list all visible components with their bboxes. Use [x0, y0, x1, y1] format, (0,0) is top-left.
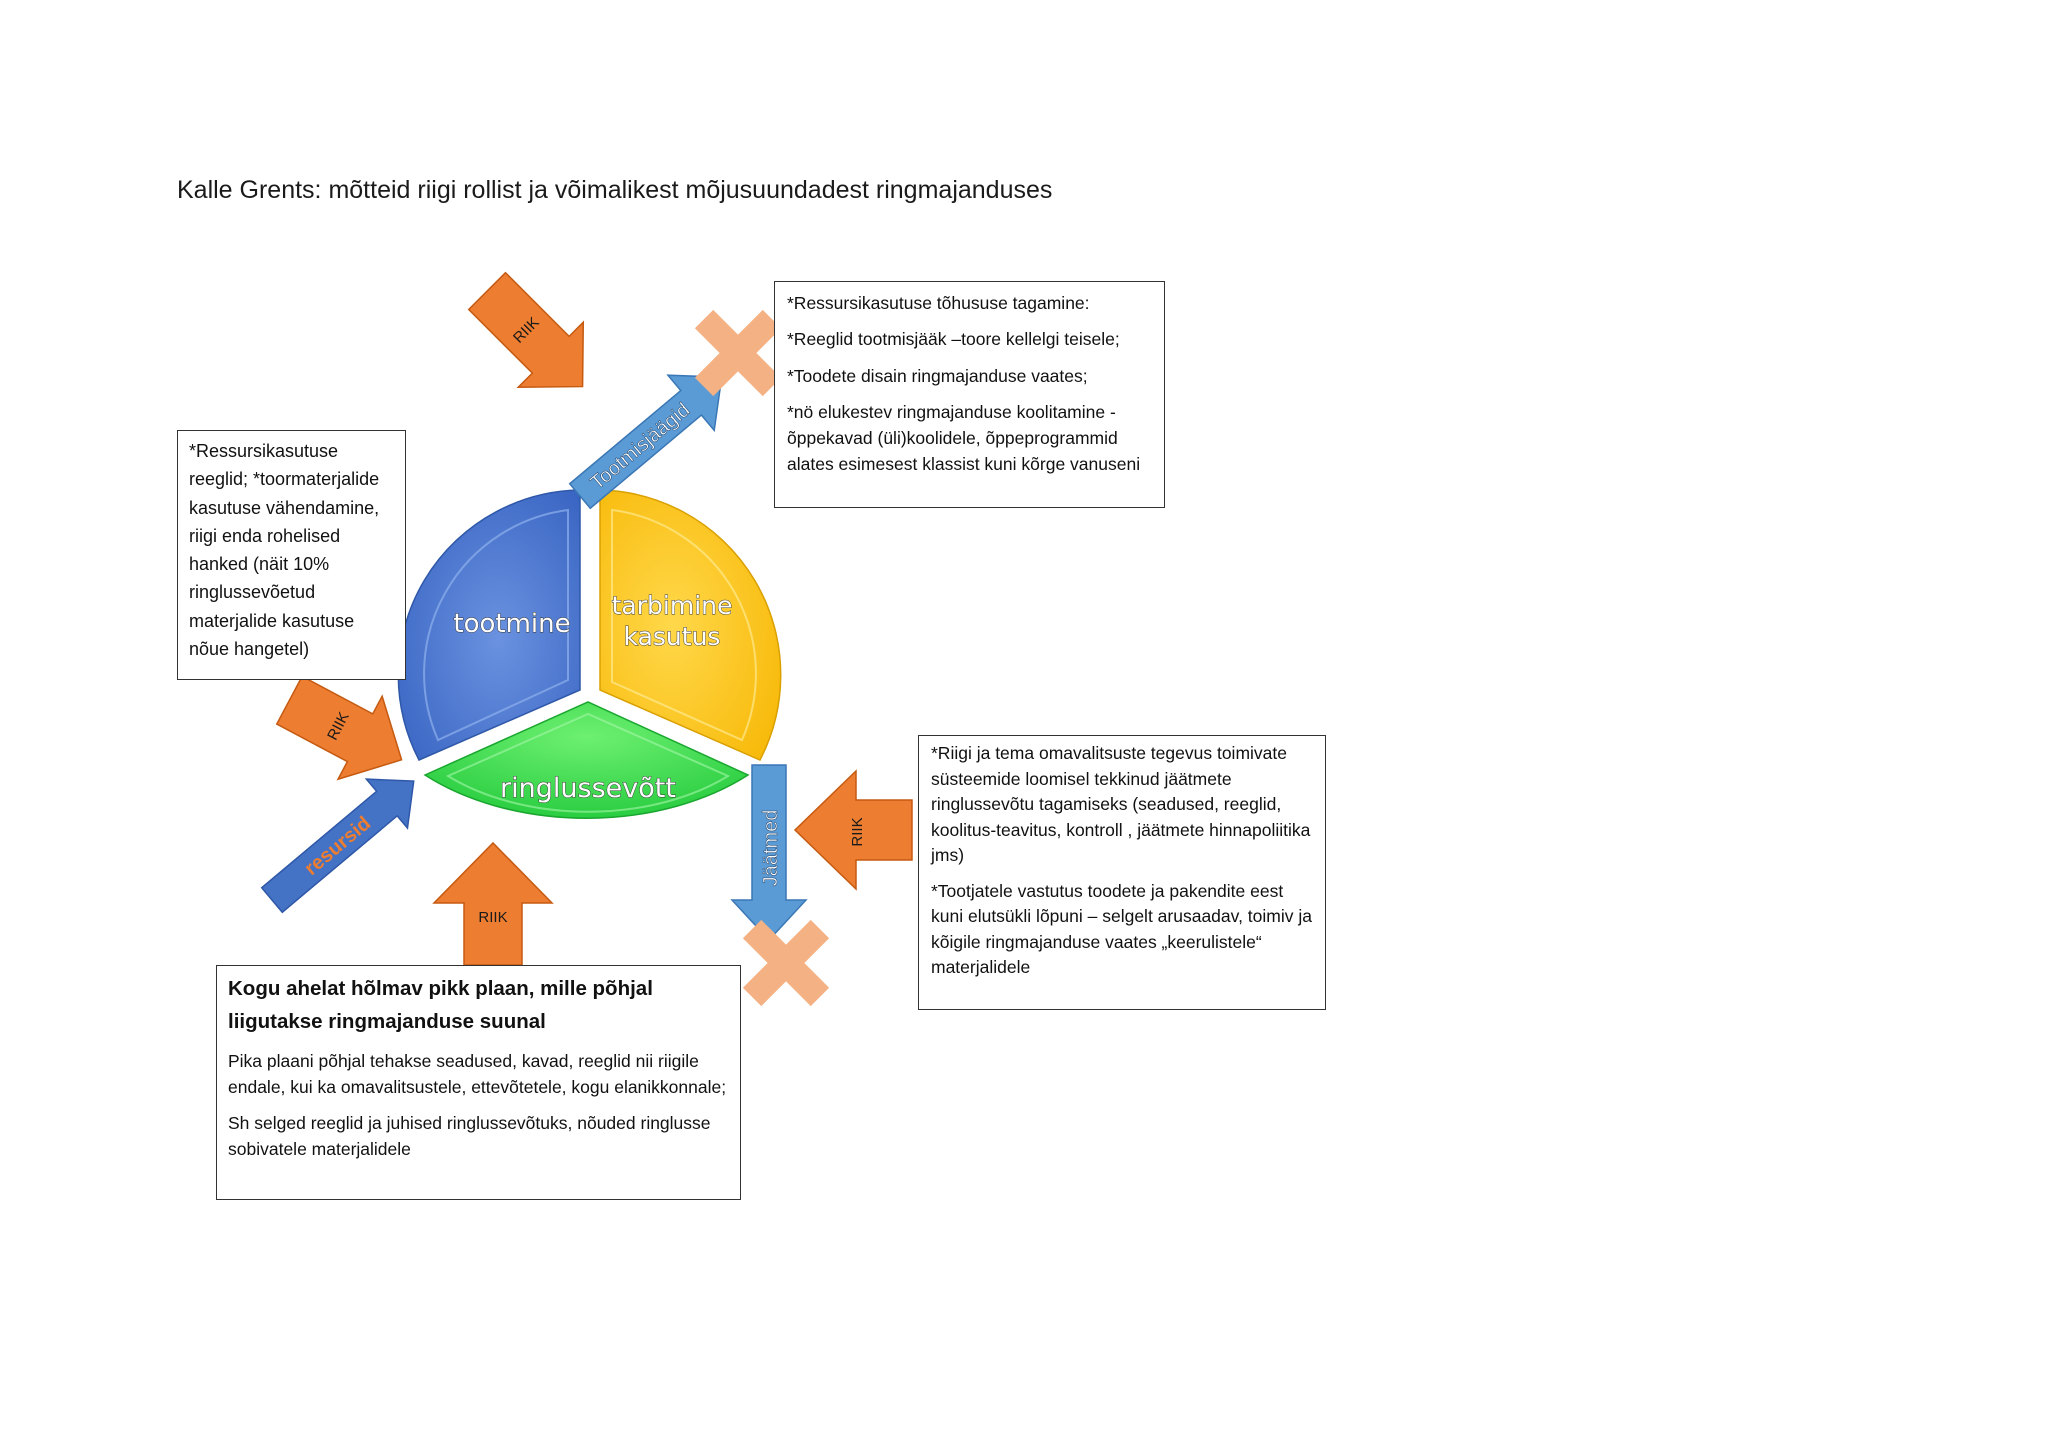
- recycling-label: ringlussevõtt: [500, 773, 676, 804]
- consumption-label-line2: kasutus: [624, 622, 721, 651]
- state-arrow-top: RIIK: [467, 271, 585, 389]
- top-right-item: *nö elukestev ringmajanduse koolitamine …: [787, 401, 1141, 475]
- resource-rules-box: *Ressursikasutuse reeglid; *toormaterjal…: [177, 430, 406, 680]
- page-title: Kalle Grents: mõtteid riigi rollist ja v…: [177, 176, 1053, 204]
- top-right-item: *Toodete disain ringmajanduse vaates;: [787, 365, 1088, 386]
- state-arrow-right: RIIK: [793, 769, 913, 891]
- state-arrow-bottom: RIIK: [432, 841, 554, 966]
- state-label-bottom: RIIK: [478, 909, 507, 926]
- long-term-plan-heading: Kogu ahelat hõlmav pikk plaan, mille põh…: [228, 977, 653, 1033]
- state-label-right: RIIK: [849, 817, 866, 846]
- left-box-text: *Ressursikasutuse reeglid; *toormaterjal…: [189, 441, 380, 659]
- top-right-item: *Reeglid tootmisjääk –toore kellelgi tei…: [787, 329, 1120, 350]
- top-right-item: *Ressursikasutuse tõhususe tagamine:: [787, 293, 1090, 313]
- waste-arrow: Jäätmed: [730, 764, 808, 942]
- long-term-plan-paragraph: Sh selged reeglid ja juhised ringlussevõ…: [228, 1113, 711, 1160]
- production-segment: tootmine: [397, 489, 581, 761]
- cross-icon-top: [694, 309, 782, 397]
- consumption-segment: tarbimine kasutus: [599, 489, 782, 761]
- resources-arrow: resursid: [260, 778, 415, 914]
- long-term-plan-box: Kogu ahelat hõlmav pikk plaan, mille põh…: [216, 965, 741, 1200]
- right-box-item: *Riigi ja tema omavalitsuste tegevus toi…: [931, 743, 1311, 866]
- state-arrow-left: RIIK: [275, 675, 403, 781]
- waste-label: Jäätmed: [760, 810, 782, 887]
- right-box-item: *Tootjatele vastutus toodete ja pakendit…: [931, 880, 1312, 978]
- long-term-plan-paragraph: Pika plaani põhjal tehakse seadused, kav…: [228, 1050, 727, 1097]
- efficiency-measures-box: *Ressursikasutuse tõhususe tagamine: *Re…: [774, 281, 1165, 508]
- cross-icon-bottom: [742, 919, 830, 1007]
- production-waste-label: Tootmisjäägid: [586, 399, 694, 494]
- recycling-segment: ringlussevõtt: [423, 701, 750, 819]
- consumption-label-line1: tarbimine: [612, 591, 733, 620]
- production-label: tootmine: [453, 609, 570, 639]
- waste-recycling-box: *Riigi ja tema omavalitsuste tegevus toi…: [918, 735, 1326, 1010]
